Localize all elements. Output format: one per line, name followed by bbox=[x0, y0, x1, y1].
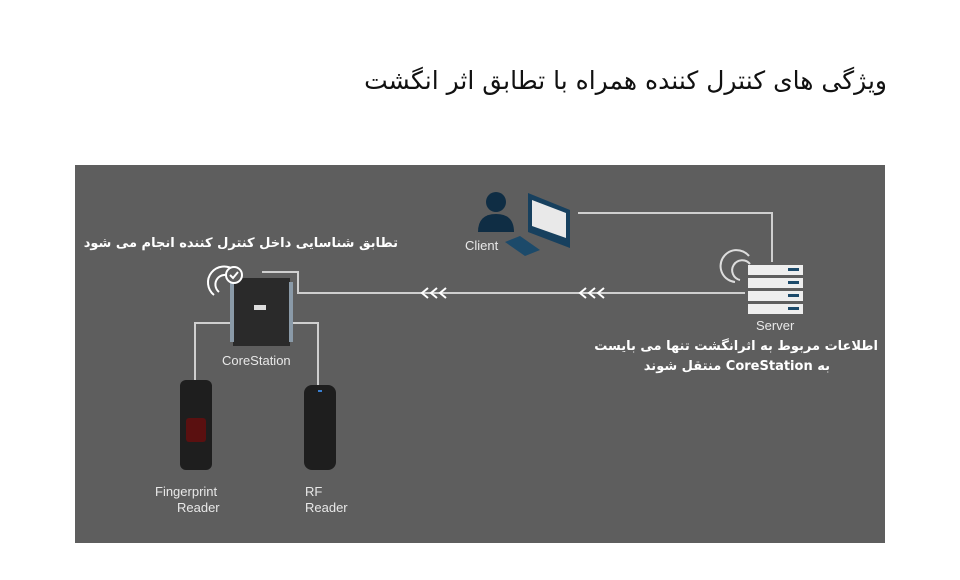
corestation-board-icon bbox=[230, 278, 293, 346]
server-caption-line2: به CoreStation منتقل شوند bbox=[643, 359, 830, 374]
server-caption-line1: اطلاعات مربوط به اثرانگشت تنها می بایست bbox=[594, 339, 878, 354]
rf-reader-label-line1: RF bbox=[305, 484, 323, 499]
rf-reader-device bbox=[304, 385, 336, 470]
client-label: Client bbox=[465, 238, 499, 253]
controller-caption: تطابق شناسایی داخل کنترل کننده انجام می … bbox=[83, 236, 398, 251]
server-icon bbox=[719, 249, 803, 314]
arrow-chevrons bbox=[420, 287, 605, 299]
client-person-icon bbox=[478, 192, 514, 232]
fingerprint-check-icon bbox=[207, 265, 243, 296]
fingerprint-reader-label-line1: Fingerprint bbox=[155, 484, 218, 499]
client-monitor-icon bbox=[505, 193, 570, 256]
fingerprint-reader-device bbox=[180, 380, 212, 470]
server-label: Server bbox=[756, 318, 795, 333]
corestation-label: CoreStation bbox=[222, 353, 291, 368]
rf-reader-label-line2: Reader bbox=[305, 500, 348, 515]
page-title: ویژگی های کنترل کننده همراه با تطابق اثر… bbox=[364, 66, 887, 95]
fingerprint-reader-label-line2: Reader bbox=[177, 500, 220, 515]
connection-lines bbox=[194, 212, 773, 386]
